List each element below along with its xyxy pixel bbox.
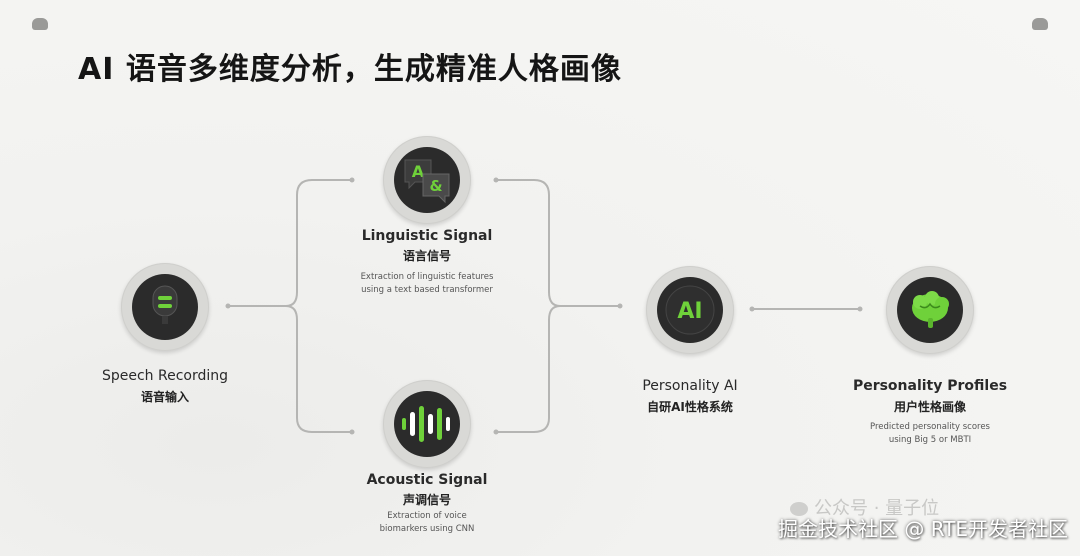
- connector-acoustic-merge: [495, 305, 561, 433]
- logo-icon-right: [1032, 18, 1048, 30]
- icon-letter-a: A: [412, 162, 425, 181]
- linguistic-signal-node: A &: [383, 136, 471, 224]
- ai-badge-icon: AI: [657, 277, 723, 343]
- speech-recording-node: [121, 263, 209, 351]
- acoustic-signal-subtitle: 声调信号: [402, 493, 451, 507]
- personality-profiles-node: [886, 266, 974, 354]
- microphone-icon: [132, 274, 198, 340]
- chat-bubbles-icon: A &: [394, 147, 460, 213]
- speech-recording-title: Speech Recording: [101, 368, 229, 384]
- brain-icon: [897, 277, 963, 343]
- acoustic-signal-node: [383, 380, 471, 468]
- logo-icon-left: [32, 18, 48, 30]
- linguistic-signal-description: Extraction of linguistic features using …: [360, 272, 494, 295]
- soundwave-icon: [394, 391, 460, 457]
- personality-profiles-description: Predicted personality scores using Big 5…: [869, 422, 990, 445]
- acoustic-signal-title: Acoustic Signal: [366, 472, 488, 488]
- ai-badge-text: AI: [677, 299, 702, 324]
- acoustic-signal-description: Extraction of voice biomarkers using CNN: [379, 511, 475, 534]
- icon-ampersand: &: [429, 177, 442, 195]
- personality-profiles-title: Personality Profiles: [852, 378, 1008, 394]
- connector-linguistic-merge: [495, 179, 561, 307]
- personality-ai-title: Personality AI: [642, 378, 738, 394]
- wechat-icon: [790, 502, 808, 516]
- personality-ai-subtitle: 自研AI性格系统: [647, 400, 733, 414]
- personality-ai-node: AI: [646, 266, 734, 354]
- connector-split-acoustic: [285, 305, 353, 433]
- personality-profiles-subtitle: 用户性格画像: [893, 400, 966, 414]
- community-watermark: 掘金技术社区 @ RTE开发者社区: [777, 517, 1068, 541]
- page-title: AI 语音多维度分析，生成精准人格画像: [78, 52, 622, 87]
- connector-split-linguistic: [285, 179, 353, 307]
- wechat-watermark: 公众号 · 量子位: [790, 494, 939, 520]
- linguistic-signal-title: Linguistic Signal: [361, 228, 493, 244]
- speech-recording-subtitle: 语音输入: [140, 390, 189, 404]
- linguistic-signal-subtitle: 语言信号: [402, 249, 451, 263]
